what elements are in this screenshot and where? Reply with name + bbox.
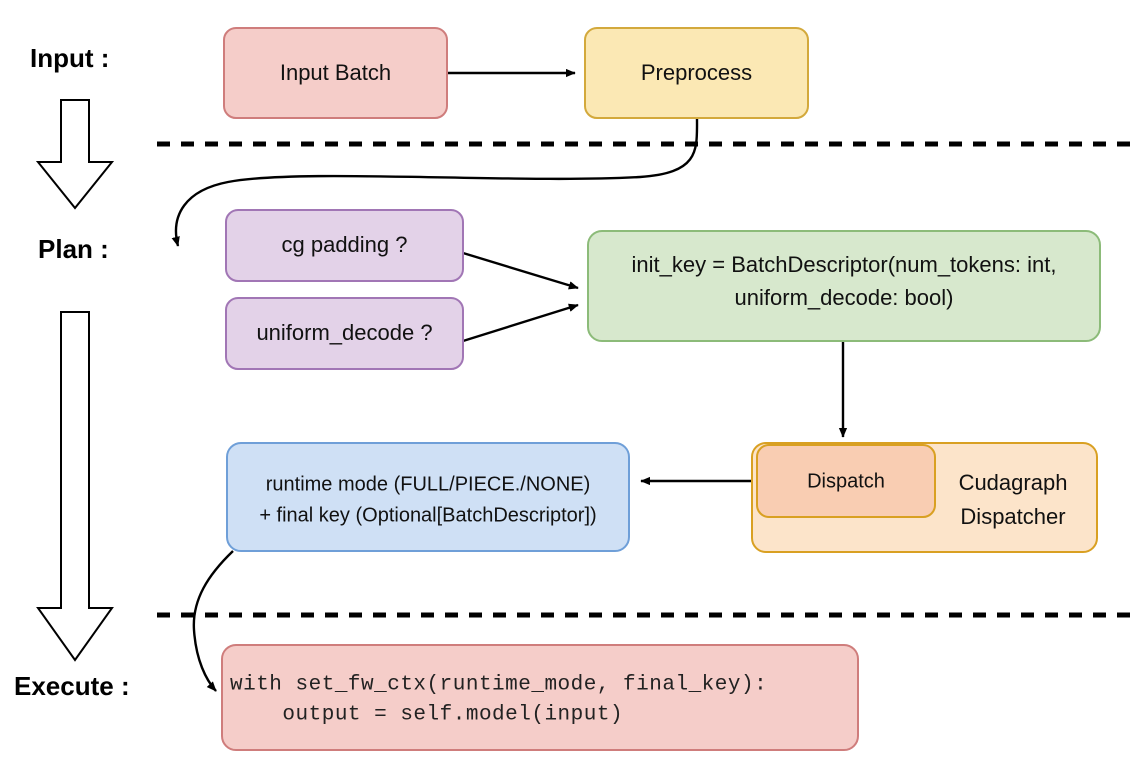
- stage-label-execute: Execute :: [14, 671, 130, 701]
- init-key-label-line1: init_key = BatchDescriptor(num_tokens: i…: [632, 252, 1057, 277]
- node-preprocess[interactable]: Preprocess: [584, 27, 809, 119]
- input-batch-box[interactable]: [223, 27, 448, 119]
- execute-code-line1: with set_fw_ctx(runtime_mode, final_key)…: [230, 674, 767, 697]
- dispatch-label: Dispatch: [807, 470, 885, 492]
- conn-uniform-decode-to-init-key: [462, 303, 579, 343]
- conn-preprocess-to-cg-padding: [171, 117, 699, 247]
- node-init-key[interactable]: init_key = BatchDescriptor(num_tokens: i…: [587, 230, 1101, 342]
- runtime-mode-label-line2: + final key (Optional[BatchDescriptor]): [259, 504, 596, 526]
- execute-code-box[interactable]: [221, 644, 859, 751]
- runtime-mode-box[interactable]: [226, 442, 630, 552]
- init-key-label-line2: uniform_decode: bool): [735, 285, 954, 310]
- big-arrow-input-to-plan: [35, 99, 115, 210]
- node-cg-padding[interactable]: cg padding ?: [225, 209, 464, 282]
- conn-runtime-mode-to-code: [192, 550, 234, 692]
- execute-code-line2: output = self.model(input): [230, 704, 623, 727]
- input-batch-label: Input Batch: [280, 60, 391, 85]
- stage-dividers: [157, 141, 1140, 618]
- preprocess-label: Preprocess: [641, 60, 752, 85]
- node-execute-code[interactable]: with set_fw_ctx(runtime_mode, final_key)…: [221, 644, 859, 751]
- stage-label-plan: Plan :: [38, 234, 109, 264]
- big-arrow-plan-to-execute: [36, 311, 114, 662]
- cg-padding-label: cg padding ?: [282, 232, 408, 257]
- uniform-decode-box[interactable]: [225, 297, 464, 370]
- node-runtime-mode[interactable]: runtime mode (FULL/PIECE./NONE) + final …: [226, 442, 630, 552]
- node-input-batch[interactable]: Input Batch: [223, 27, 448, 119]
- node-uniform-decode[interactable]: uniform_decode ?: [225, 297, 464, 370]
- cudagraph-dispatcher-label-line2: Dispatcher: [960, 504, 1065, 529]
- init-key-box[interactable]: [587, 230, 1101, 342]
- preprocess-box[interactable]: [584, 27, 809, 119]
- uniform-decode-label: uniform_decode ?: [256, 320, 432, 345]
- conn-cg-padding-to-init-key: [462, 251, 579, 290]
- node-cudagraph-dispatcher[interactable]: Cudagraph Dispatcher Dispatch: [751, 442, 1098, 553]
- cg-padding-box[interactable]: [225, 209, 464, 282]
- cudagraph-dispatcher-label-line1: Cudagraph: [959, 470, 1068, 495]
- connectors: [171, 68, 848, 692]
- stage-labels: Input : Plan : Execute :: [14, 43, 130, 701]
- stage-label-input: Input :: [30, 43, 109, 73]
- runtime-mode-label-line1: runtime mode (FULL/PIECE./NONE): [266, 473, 591, 495]
- dispatch-box[interactable]: [756, 444, 936, 518]
